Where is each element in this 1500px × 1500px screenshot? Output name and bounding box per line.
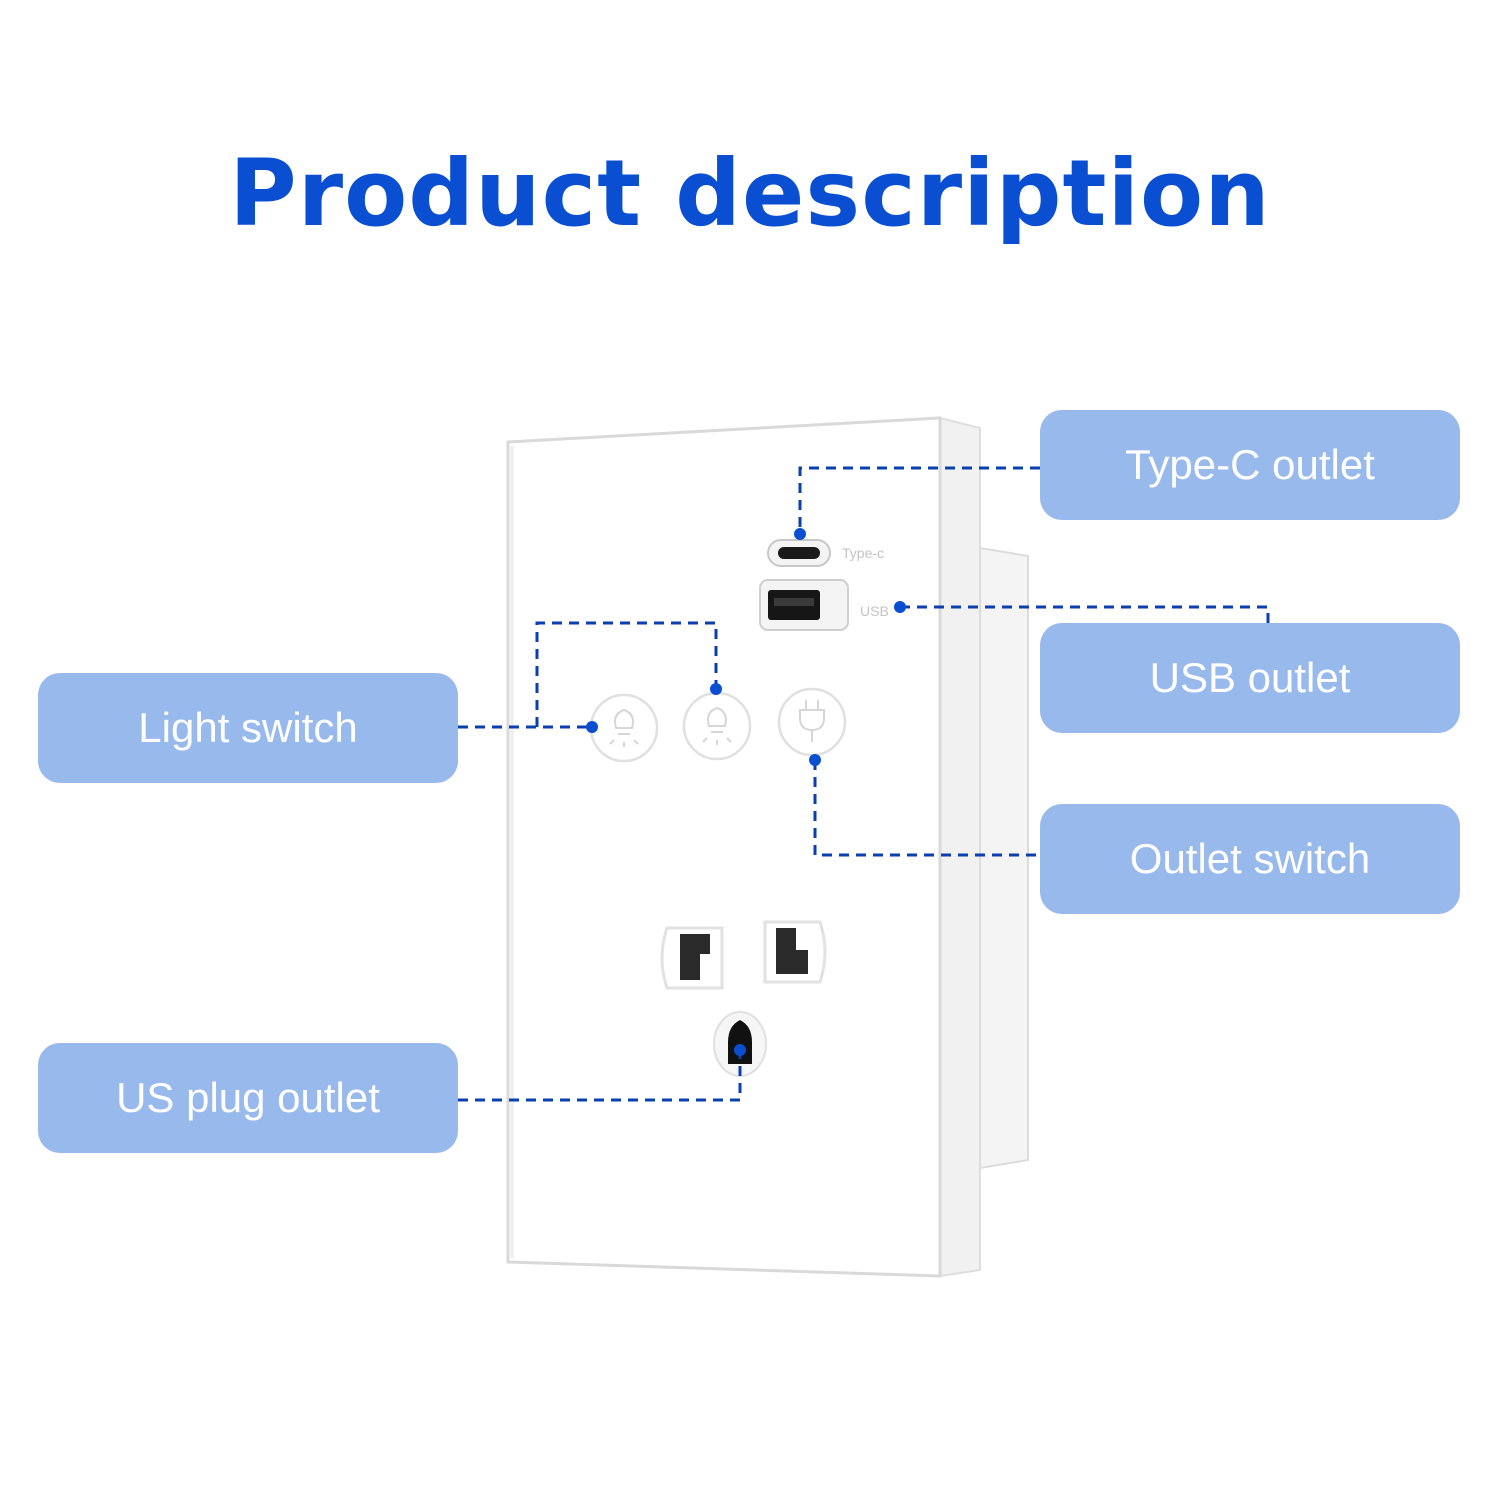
outlet-right-slot — [763, 920, 827, 984]
leader-type-c — [798, 466, 1040, 534]
page-title: Product description — [229, 140, 1271, 247]
leader-lines — [458, 466, 1270, 1102]
light-switch-button-2 — [682, 691, 752, 761]
light-switch-label: Light switch — [38, 673, 458, 783]
light-switch-button-1 — [589, 693, 659, 763]
plug-icon — [799, 700, 825, 742]
leader-us-plug — [458, 1050, 742, 1102]
us-plug-outlet-label: US plug outlet — [38, 1043, 458, 1153]
leader-light-switch-branch — [535, 621, 718, 727]
leader-usb — [900, 605, 1270, 623]
outlet-left-slot — [660, 926, 724, 990]
usb-panel-label: USB — [860, 603, 889, 619]
front-panel — [506, 416, 942, 1278]
bulb-icon — [609, 708, 639, 747]
type-c-panel-label: Type-c — [842, 545, 884, 561]
back-box — [979, 546, 1029, 1170]
bulb-icon — [702, 706, 732, 745]
usb-port — [759, 579, 849, 631]
usb-outlet-label: USB outlet — [1040, 623, 1460, 733]
type-c-port — [767, 539, 831, 567]
type-c-outlet-label: Type-C outlet — [1040, 410, 1460, 520]
leader-dots — [586, 528, 906, 1056]
panel-side-edge — [939, 416, 981, 1278]
outlet-switch-button — [777, 687, 847, 757]
outlet-switch-label: Outlet switch — [1040, 804, 1460, 914]
leader-outlet-switch — [813, 760, 1040, 857]
